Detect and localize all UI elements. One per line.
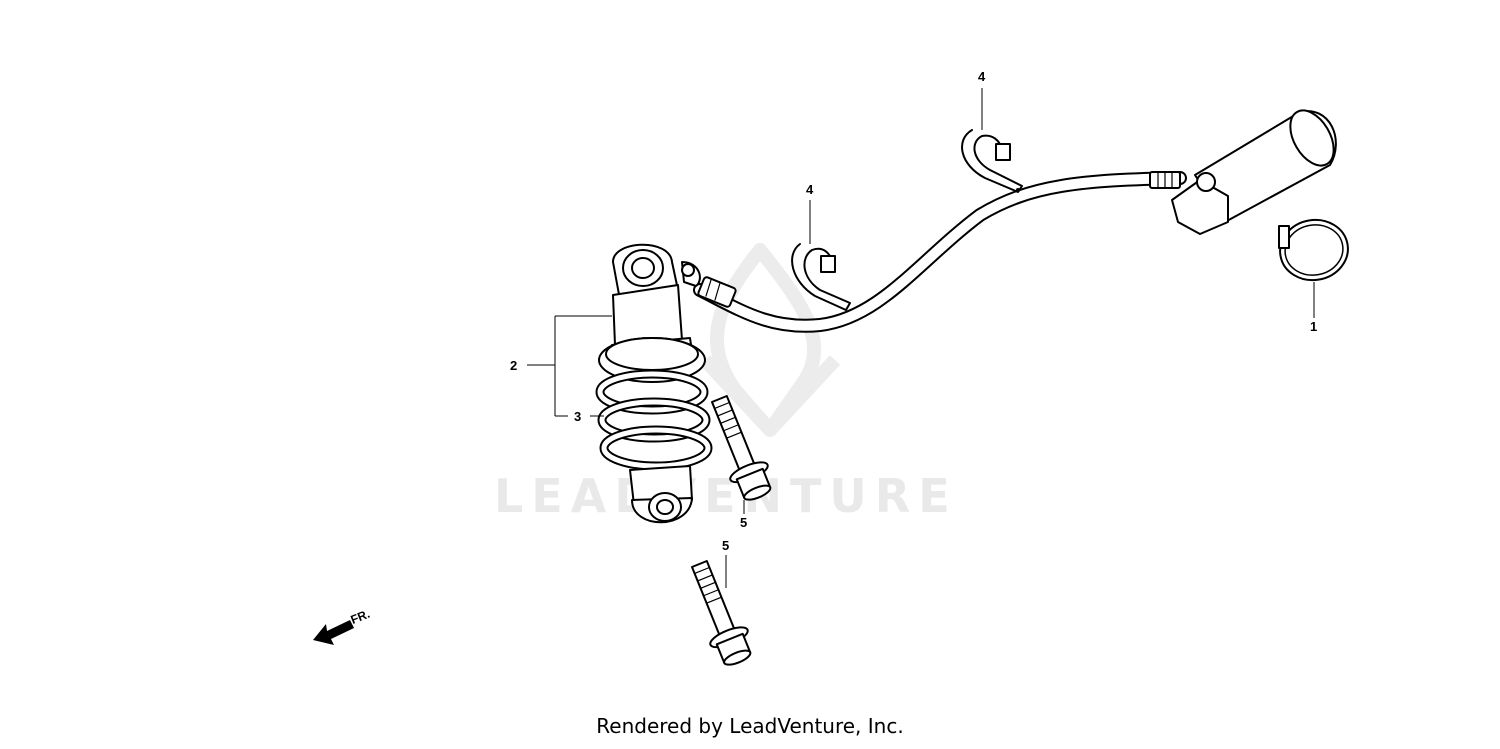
reservoir-hose: [681, 171, 1187, 333]
bolt-lower: [690, 560, 752, 666]
leader-lines: [527, 88, 1315, 588]
front-direction-indicator: FR.: [313, 607, 372, 645]
clamp-upper: [961, 129, 1023, 193]
watermark: LEADVENTURE: [494, 243, 958, 523]
watermark-text: LEADVENTURE: [494, 469, 958, 523]
shock-absorber: [595, 243, 713, 524]
callout-5-lower: 5: [722, 538, 729, 553]
reservoir: [1171, 109, 1337, 235]
callout-5-upper: 5: [740, 515, 747, 530]
render-credit: Rendered by LeadVenture, Inc.: [596, 714, 904, 738]
hose-fitting-shock: [681, 261, 737, 308]
clamp-middle: [791, 243, 851, 311]
callout-4-middle: 4: [806, 182, 814, 197]
callout-labels: 1 2 3 4 4 5 5: [510, 69, 1317, 553]
bolt-upper: [710, 395, 772, 501]
callout-1: 1: [1310, 319, 1317, 334]
band-part: [1278, 218, 1349, 282]
callout-3: 3: [574, 409, 581, 424]
front-arrow-icon: [313, 620, 354, 645]
callout-4-upper: 4: [978, 69, 986, 84]
callout-2: 2: [510, 358, 517, 373]
hose-fitting-reservoir: [1149, 171, 1181, 189]
front-label: FR.: [349, 607, 372, 627]
